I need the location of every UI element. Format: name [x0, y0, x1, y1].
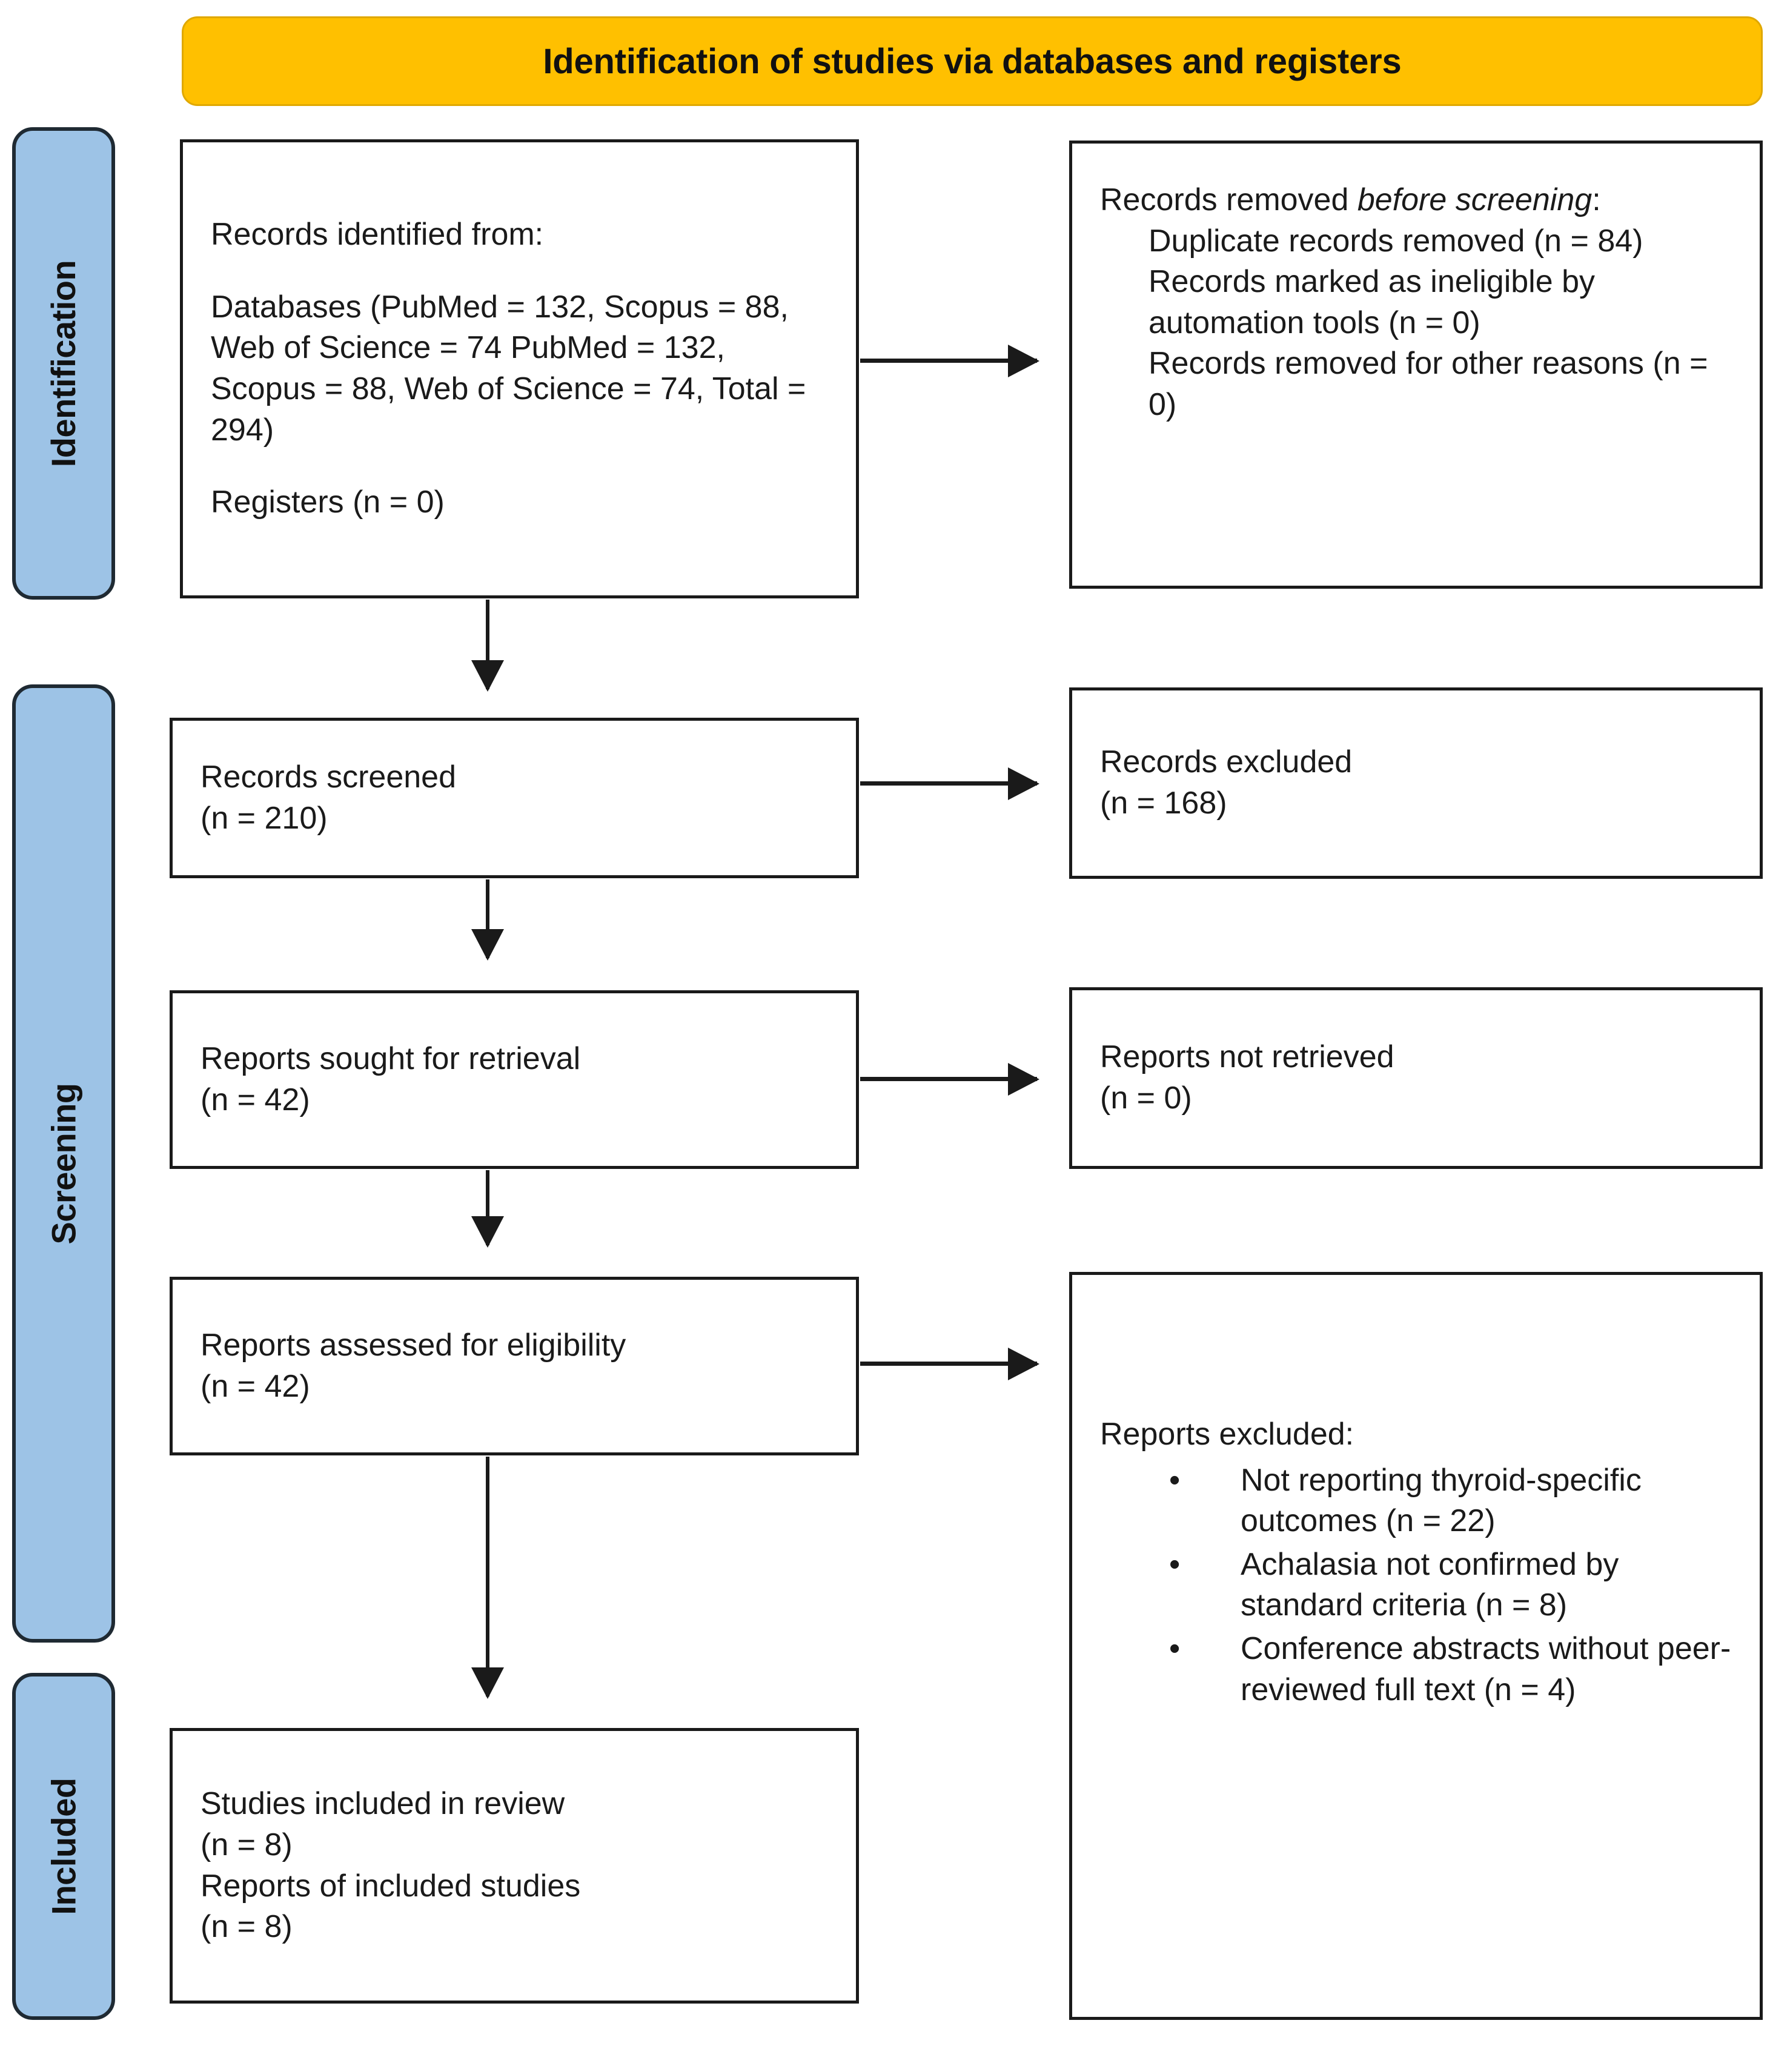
stage-tab-label: Included	[44, 1778, 83, 1915]
records-removed-lead-italic: before screening	[1357, 182, 1593, 217]
box-reports-excluded: Reports excluded: • Not reporting thyroid…	[1069, 1272, 1763, 2020]
records-screened-count: (n = 210)	[201, 800, 328, 836]
box-records-identified: Records identified from: Databases (PubM…	[180, 139, 859, 598]
arrow-right-assessed-to-reports-excluded	[860, 1362, 1037, 1366]
arrow-right-sought-to-not-retrieved	[860, 1077, 1037, 1081]
reports-excluded-lead: Reports excluded:	[1100, 1417, 1354, 1452]
box-reports-sought-for-retrieval: Reports sought for retrieval (n = 42)	[170, 990, 859, 1169]
page-title: Identification of studies via databases …	[543, 41, 1402, 81]
records-screened-label: Records screened	[201, 759, 456, 795]
box-reports-assessed-for-eligibility: Reports assessed for eligibility (n = 42…	[170, 1277, 859, 1455]
reports-assessed-count: (n = 42)	[201, 1368, 310, 1404]
arrow-down-sought-to-assessed	[486, 1170, 489, 1245]
list-item: • Not reporting thyroid-specific outcomes…	[1169, 1460, 1732, 1542]
stage-tab-screening: Screening	[12, 684, 115, 1643]
list-item-text: Achalasia not confirmed by standard crit…	[1241, 1546, 1619, 1623]
list-item: • Conference abstracts without peer-revie…	[1169, 1629, 1732, 1710]
reports-included-count: (n = 8)	[201, 1909, 293, 1945]
arrow-right-screened-to-excluded	[860, 781, 1037, 786]
records-identified-databases: Databases (PubMed = 132, Scopus = 88, We…	[211, 289, 815, 448]
bullet-icon: •	[1169, 1462, 1181, 1498]
box-reports-not-retrieved: Reports not retrieved (n = 0)	[1069, 987, 1763, 1169]
records-removed-lead: Records removed before screening:	[1100, 180, 1732, 221]
studies-included-count: (n = 8)	[201, 1827, 293, 1862]
list-item: Records removed for other reasons (n = 0…	[1149, 346, 1708, 422]
bullet-icon: •	[1169, 1630, 1181, 1666]
records-excluded-label: Records excluded	[1100, 744, 1353, 780]
stage-tab-label: Screening	[44, 1082, 83, 1245]
reports-included-label: Reports of included studies	[201, 1868, 581, 1904]
list-item-text: Conference abstracts without peer-review…	[1241, 1630, 1731, 1707]
reports-not-retrieved-label: Reports not retrieved	[1100, 1039, 1394, 1075]
arrow-down-identified-to-screened	[486, 600, 489, 689]
list-item: • Achalasia not confirmed by standard cri…	[1169, 1544, 1732, 1626]
records-identified-lead: Records identified from:	[211, 217, 544, 253]
arrow-right-identified-to-removed	[860, 359, 1037, 363]
reports-sought-label: Reports sought for retrieval	[201, 1041, 581, 1076]
records-identified-registers: Registers (n = 0)	[211, 485, 445, 520]
records-removed-lead-colon: :	[1592, 182, 1601, 217]
reports-assessed-label: Reports assessed for eligibility	[201, 1327, 626, 1363]
box-records-excluded: Records excluded (n = 168)	[1069, 687, 1763, 879]
box-records-removed-before-screening: Records removed before screening: Duplic…	[1069, 141, 1763, 589]
arrow-down-assessed-to-included	[486, 1457, 489, 1696]
diagram-header-banner: Identification of studies via databases …	[182, 16, 1763, 106]
stage-tab-identification: Identification	[12, 127, 115, 600]
list-item-text: Not reporting thyroid-specific outcomes …	[1241, 1462, 1642, 1539]
stage-tab-label: Identification	[44, 260, 83, 467]
list-item: Duplicate records removed (n = 84)	[1149, 223, 1643, 259]
arrow-down-screened-to-sought	[486, 879, 489, 958]
list-item: Records marked as ineligible by automati…	[1149, 264, 1596, 340]
reports-sought-count: (n = 42)	[201, 1082, 310, 1117]
reports-excluded-reason-list: • Not reporting thyroid-specific outcomes…	[1100, 1460, 1732, 1713]
stage-tab-included: Included	[12, 1673, 115, 2020]
box-records-screened: Records screened (n = 210)	[170, 718, 859, 878]
bullet-icon: •	[1169, 1546, 1181, 1582]
box-studies-included-in-review: Studies included in review (n = 8) Repor…	[170, 1728, 859, 2004]
records-excluded-count: (n = 168)	[1100, 786, 1227, 821]
records-removed-list: Duplicate records removed (n = 84) Recor…	[1100, 221, 1732, 426]
records-removed-lead-plain: Records removed	[1100, 182, 1357, 217]
reports-not-retrieved-count: (n = 0)	[1100, 1081, 1192, 1116]
studies-included-label: Studies included in review	[201, 1786, 565, 1822]
